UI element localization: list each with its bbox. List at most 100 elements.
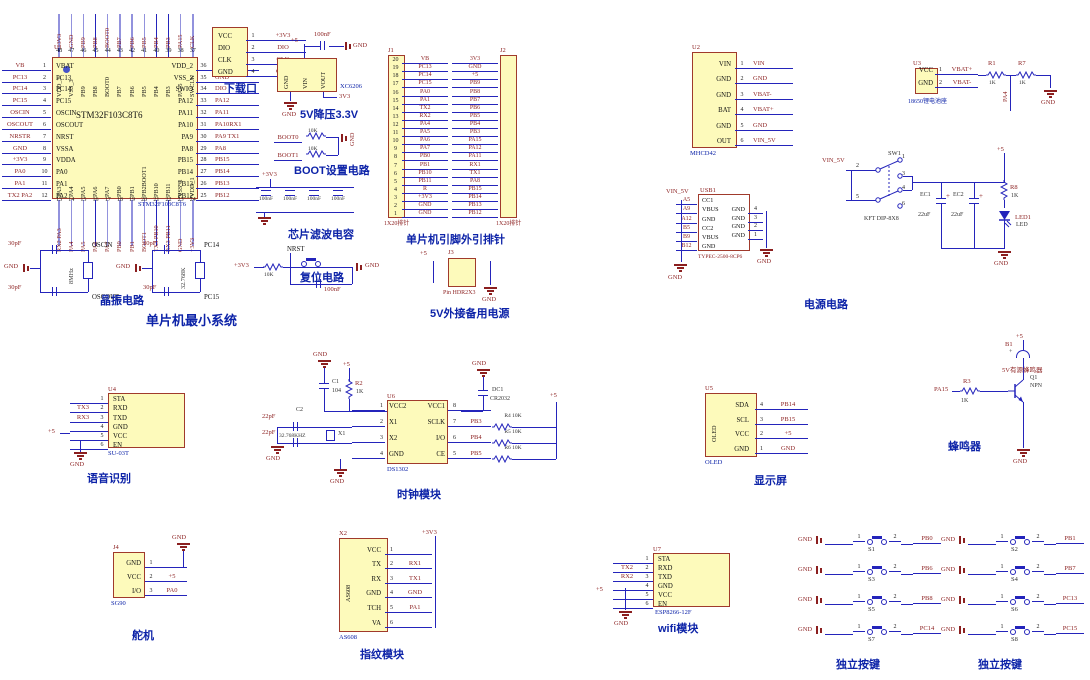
dc1-value: CR2032	[490, 396, 511, 402]
resistor-icon	[986, 71, 1006, 79]
pin-name: GND	[389, 451, 404, 458]
u7-body	[653, 553, 730, 607]
pin-name: PB10	[152, 183, 160, 197]
gnd-label: GND	[941, 596, 956, 603]
filter-cap: 100nF	[302, 190, 326, 202]
net-label: VBAT-	[946, 79, 978, 88]
mcu-pin-row: PA0 10 PA0	[2, 165, 83, 178]
pin-name: VBUS	[702, 206, 719, 214]
net-label: PB3	[461, 418, 491, 427]
pin-number: 31	[196, 122, 211, 130]
gnd-label: GND	[349, 132, 356, 146]
net-label: PA4	[402, 120, 448, 129]
block-title-reset: 复位电路	[300, 272, 344, 284]
mcu-left-pins: VB 1 VBAT PC13 2 PC13 PC14 3 PC14 PC15 4…	[2, 59, 83, 201]
wire	[304, 46, 320, 47]
pin-number: 3	[748, 215, 763, 223]
wire	[825, 604, 853, 605]
pin-name: GND	[731, 232, 745, 240]
resistor-icon	[1016, 71, 1036, 79]
pin-number: 2	[1032, 534, 1044, 542]
pin-row: VCC1 8	[418, 395, 535, 411]
net-label: PB8	[913, 595, 941, 604]
resistor-value: R5 10K	[504, 429, 522, 435]
capacitor-icon	[52, 287, 57, 296]
pin-number	[437, 260, 447, 269]
wire	[290, 92, 291, 101]
pin-number: 2	[935, 80, 946, 88]
wire	[277, 427, 278, 443]
crystal-icon	[195, 262, 205, 279]
switch-ref: S8	[1011, 636, 1018, 643]
r7-value: 1K	[1019, 80, 1026, 86]
mcu-bottom-wires	[53, 200, 199, 246]
mcu-pin-row: PC15 4 PC15	[2, 94, 83, 107]
pin-row: VIN 1 VIN	[695, 53, 793, 69]
pin-row: SDA 4 PB14	[705, 395, 808, 410]
pin-number: 2	[246, 45, 260, 53]
pin-name: PB14	[177, 169, 193, 177]
net-label: PB5	[140, 37, 148, 48]
v5-label: +5	[550, 392, 557, 399]
pin-number: 16	[92, 197, 99, 203]
net-label	[157, 567, 187, 568]
net-label	[613, 590, 641, 591]
buzzer-icon	[1016, 350, 1030, 358]
mcu-pin-col: GND 47 VSS_3	[65, 12, 77, 97]
block-title-finger: 指纹模块	[360, 649, 404, 661]
cell-number	[449, 268, 462, 277]
mcu-pin-col: VSS_1 23 GND	[175, 157, 187, 252]
pin-number: 2	[385, 561, 398, 570]
ec1-value: 22uF	[918, 212, 931, 218]
gnd-label: GND	[798, 596, 813, 603]
net-label: +3V3	[189, 237, 197, 252]
pin-name: PA3	[55, 186, 63, 197]
wire	[349, 368, 350, 381]
resistor-value: 10K	[264, 272, 274, 278]
net-label	[70, 449, 96, 451]
wire	[903, 190, 912, 191]
net-label: +3V3	[55, 33, 63, 48]
net-label: PA15	[177, 34, 185, 48]
pin-name: PC14	[56, 86, 72, 94]
key-row: GND 1 S1 2 PB0	[798, 530, 942, 560]
pin-number	[479, 278, 489, 287]
gnd-icon	[484, 287, 497, 295]
wire	[901, 604, 913, 605]
cap-value: 22pF	[262, 429, 276, 436]
mcu-pin-row: PB15 28 PB15	[160, 154, 259, 166]
pin-name: RXD	[658, 565, 673, 572]
net-label: PA8	[452, 177, 498, 186]
pin-number: 1	[394, 211, 397, 218]
u6-right-pins: VCC1 8 SCLK 7 PB3 R4 10K I/O 6 PB4 R5 10…	[418, 395, 535, 459]
pin-number: 4	[748, 206, 763, 214]
pin-name: EN	[113, 442, 123, 450]
pin-number: 27	[196, 169, 211, 178]
pin-row: GND 3	[726, 214, 763, 223]
x2-pins: VCC 1 TX 2 RX1 RX 3 TX1 GND 4 GND TCH 5 …	[341, 540, 432, 628]
net-label	[70, 439, 96, 441]
pin-number: 26	[196, 181, 211, 190]
net-label: GND	[768, 445, 808, 455]
wire	[349, 399, 350, 411]
gnd-icon	[815, 535, 823, 545]
pin-name: GND	[218, 69, 233, 76]
net-label	[70, 403, 96, 405]
wire	[283, 267, 353, 268]
pin-name: PA7	[104, 186, 112, 197]
net-label: BOOT1	[274, 152, 302, 161]
pin-number: 2	[145, 574, 157, 582]
net-label: PB15	[211, 156, 259, 166]
net-label: TX2	[613, 564, 641, 573]
mcu-pin-col: PB1 19 PB1	[126, 157, 138, 252]
pin-number: 24	[189, 197, 196, 203]
wire	[326, 155, 338, 156]
mcu-pin-col: PB0 18 PB0	[114, 157, 126, 252]
pin-number: 46	[80, 48, 87, 54]
gnd-icon	[177, 543, 190, 551]
gnd-label: GND	[482, 296, 497, 303]
key-row: GND 1 S3 2 PB6	[798, 560, 942, 590]
resistor-value	[491, 403, 535, 411]
pin-name: PB8	[92, 86, 100, 97]
pin-row: 5 PB11	[389, 178, 448, 186]
